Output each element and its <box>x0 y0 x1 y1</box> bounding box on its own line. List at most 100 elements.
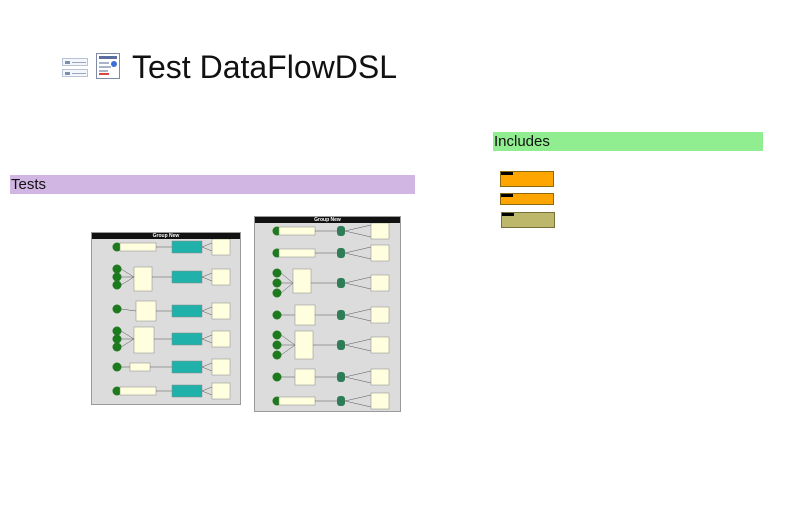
source-node <box>272 350 282 360</box>
flow-edge <box>120 308 137 312</box>
source-node <box>272 330 282 340</box>
document-icon[interactable] <box>96 53 120 79</box>
source-node <box>112 242 122 252</box>
source-node <box>272 268 282 278</box>
flow-edge <box>120 268 135 278</box>
process-box <box>171 384 203 398</box>
source-node <box>272 340 282 350</box>
merge-junction <box>337 372 345 382</box>
note-box <box>119 386 157 396</box>
flow-edge <box>201 366 213 372</box>
note-box <box>119 242 157 252</box>
flow-edge <box>344 282 372 290</box>
flow-edge <box>344 370 372 378</box>
note-box <box>278 396 316 406</box>
source-node <box>112 386 122 396</box>
source-node <box>272 372 282 382</box>
dataflow-diagram-canvas <box>112 239 231 400</box>
flow-edge <box>201 334 213 340</box>
output-box <box>211 302 231 320</box>
note-box <box>292 268 312 294</box>
process-box <box>171 240 203 254</box>
merge-junction <box>337 340 345 350</box>
output-box <box>370 368 390 386</box>
output-box <box>370 274 390 292</box>
flow-edge <box>201 242 213 248</box>
merge-junction <box>337 396 345 406</box>
process-box <box>171 304 203 318</box>
output-box <box>370 306 390 324</box>
page-title: Test DataFlowDSL <box>132 49 397 85</box>
flow-edge <box>344 230 372 238</box>
note-box <box>278 226 316 236</box>
output-box <box>370 336 390 354</box>
process-box <box>171 332 203 346</box>
dataflow-diagram-thumbnail[interactable]: Group New <box>254 216 401 412</box>
diagram-group-title: Group New <box>255 217 400 223</box>
note-box <box>294 368 316 386</box>
flow-edge <box>344 344 372 352</box>
flow-edge <box>201 246 213 252</box>
output-box <box>370 244 390 262</box>
flow-edge <box>120 276 135 286</box>
note-box <box>133 326 155 354</box>
flow-edge <box>344 376 372 384</box>
source-node <box>272 278 282 288</box>
output-box <box>211 358 231 376</box>
source-node <box>112 304 122 314</box>
flow-edge <box>344 224 372 232</box>
note-box <box>294 330 314 360</box>
output-box <box>211 268 231 286</box>
flow-edge <box>344 276 372 284</box>
mini-diagram-icon[interactable] <box>62 58 88 66</box>
source-node <box>112 334 122 344</box>
flow-edge <box>344 400 372 408</box>
flow-edge <box>344 338 372 346</box>
process-box <box>171 270 203 284</box>
merge-junction <box>337 310 345 320</box>
note-box <box>278 248 316 258</box>
note-box <box>129 362 151 372</box>
output-box <box>370 223 390 240</box>
flow-edge <box>201 272 213 278</box>
flow-edge <box>201 386 213 392</box>
dataflow-diagram-canvas <box>272 223 390 410</box>
include-box[interactable] <box>500 171 554 187</box>
source-node <box>112 272 122 282</box>
tests-section-header: Tests <box>10 175 415 194</box>
mini-diagram-icons <box>62 56 90 80</box>
flow-edge <box>201 338 213 344</box>
include-box[interactable] <box>500 193 554 205</box>
source-node <box>272 288 282 298</box>
include-box[interactable] <box>501 212 555 228</box>
diagram-group-title: Group New <box>92 233 240 239</box>
source-node <box>112 362 122 372</box>
flow-edge <box>344 246 372 254</box>
flow-edge <box>344 314 372 322</box>
flow-edge <box>201 390 213 396</box>
flow-edge <box>344 252 372 260</box>
note-box <box>133 266 153 292</box>
flow-edge <box>120 338 135 348</box>
source-node <box>112 280 122 290</box>
process-box <box>171 360 203 374</box>
flow-edge <box>201 362 213 368</box>
source-node <box>272 310 282 320</box>
mini-diagram-icon[interactable] <box>62 69 88 77</box>
includes-section-header: Includes <box>493 132 763 151</box>
merge-junction <box>337 278 345 288</box>
note-box <box>294 304 316 326</box>
output-box <box>211 239 231 256</box>
dataflow-diagram-thumbnail[interactable]: Group New <box>91 232 241 405</box>
flow-edge <box>201 276 213 282</box>
flow-edge <box>280 334 296 346</box>
output-box <box>211 382 231 400</box>
merge-junction <box>337 248 345 258</box>
merge-junction <box>337 226 345 236</box>
source-node <box>112 342 122 352</box>
source-node <box>112 264 122 274</box>
flow-edge <box>344 394 372 402</box>
note-box <box>135 300 157 322</box>
output-box <box>370 392 390 410</box>
flow-edge <box>280 282 294 294</box>
